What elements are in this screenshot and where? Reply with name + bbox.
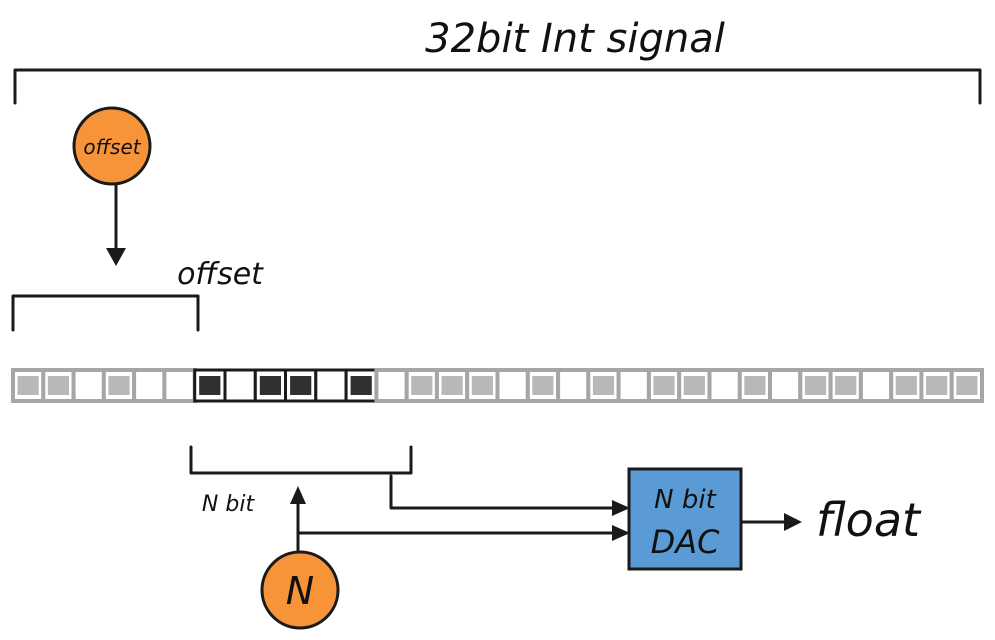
bit-cell-scribble xyxy=(259,376,281,395)
dac-output-arrowhead xyxy=(784,513,802,531)
dac-line2: DAC xyxy=(651,523,721,561)
offset-node: offset xyxy=(72,106,152,186)
nbit-to-dac-arrowhead xyxy=(612,500,630,516)
bit-cell xyxy=(162,368,197,403)
bit-cell xyxy=(858,368,894,403)
bit-cell-scribble xyxy=(744,376,766,395)
output-label: float xyxy=(816,493,922,547)
n-circle-label: N xyxy=(286,569,314,613)
n-to-dac-arrowhead xyxy=(612,525,630,541)
bit-cell-scribble xyxy=(350,376,372,395)
nbit-to-dac-line xyxy=(389,474,614,510)
diagram-title: 32bit Int signal xyxy=(425,16,725,62)
bit-cell xyxy=(132,368,167,403)
offset-bracket xyxy=(11,294,200,332)
dac-block: N bit DAC xyxy=(627,467,743,571)
bit-cell xyxy=(495,368,530,403)
bit-cell xyxy=(556,368,591,403)
bit-cell xyxy=(768,368,803,403)
bit-cell-scribble xyxy=(199,376,221,395)
dac-line1: N bit xyxy=(654,485,716,515)
n-up-arrow-head xyxy=(290,486,306,504)
n-node: N xyxy=(260,550,340,630)
bit-cell-scribble xyxy=(532,376,554,395)
bit-cell-scribble xyxy=(47,376,69,395)
bit-row xyxy=(11,368,985,403)
bit-cell-scribble xyxy=(683,376,705,395)
n-circle xyxy=(260,550,340,630)
offset-arrow-head xyxy=(106,248,126,266)
offset-circle-label: offset xyxy=(83,135,141,159)
bit-cell-scribble xyxy=(471,376,493,395)
bit-cell xyxy=(374,368,409,403)
nbit-label: N bit xyxy=(202,492,256,517)
bit-cell-scribble xyxy=(956,376,978,395)
bit-cell-scribble xyxy=(926,376,948,395)
bit-cell-scribble xyxy=(108,376,130,395)
dac-box xyxy=(627,467,743,571)
bit-cell-scribble xyxy=(592,376,615,395)
bit-cell-scribble xyxy=(895,376,917,395)
bit-cell-scribble xyxy=(290,376,312,395)
bit-cell-scribble xyxy=(804,376,827,395)
bit-cell-scribble xyxy=(835,376,857,395)
nbit-bracket xyxy=(189,445,413,475)
bit-cell-selected xyxy=(314,368,348,403)
bit-cell-scribble xyxy=(411,376,433,395)
bit-cell xyxy=(616,368,651,403)
offset-bracket-label: offset xyxy=(177,257,264,292)
top-bracket xyxy=(13,68,982,105)
offset-circle xyxy=(72,106,152,186)
bit-cell xyxy=(707,368,742,403)
bit-cell-scribble xyxy=(653,376,675,395)
bit-cell-scribble xyxy=(441,376,463,395)
bit-cell-scribble xyxy=(17,376,39,395)
bit-cell-selected xyxy=(223,368,257,403)
bit-cell xyxy=(71,368,106,403)
